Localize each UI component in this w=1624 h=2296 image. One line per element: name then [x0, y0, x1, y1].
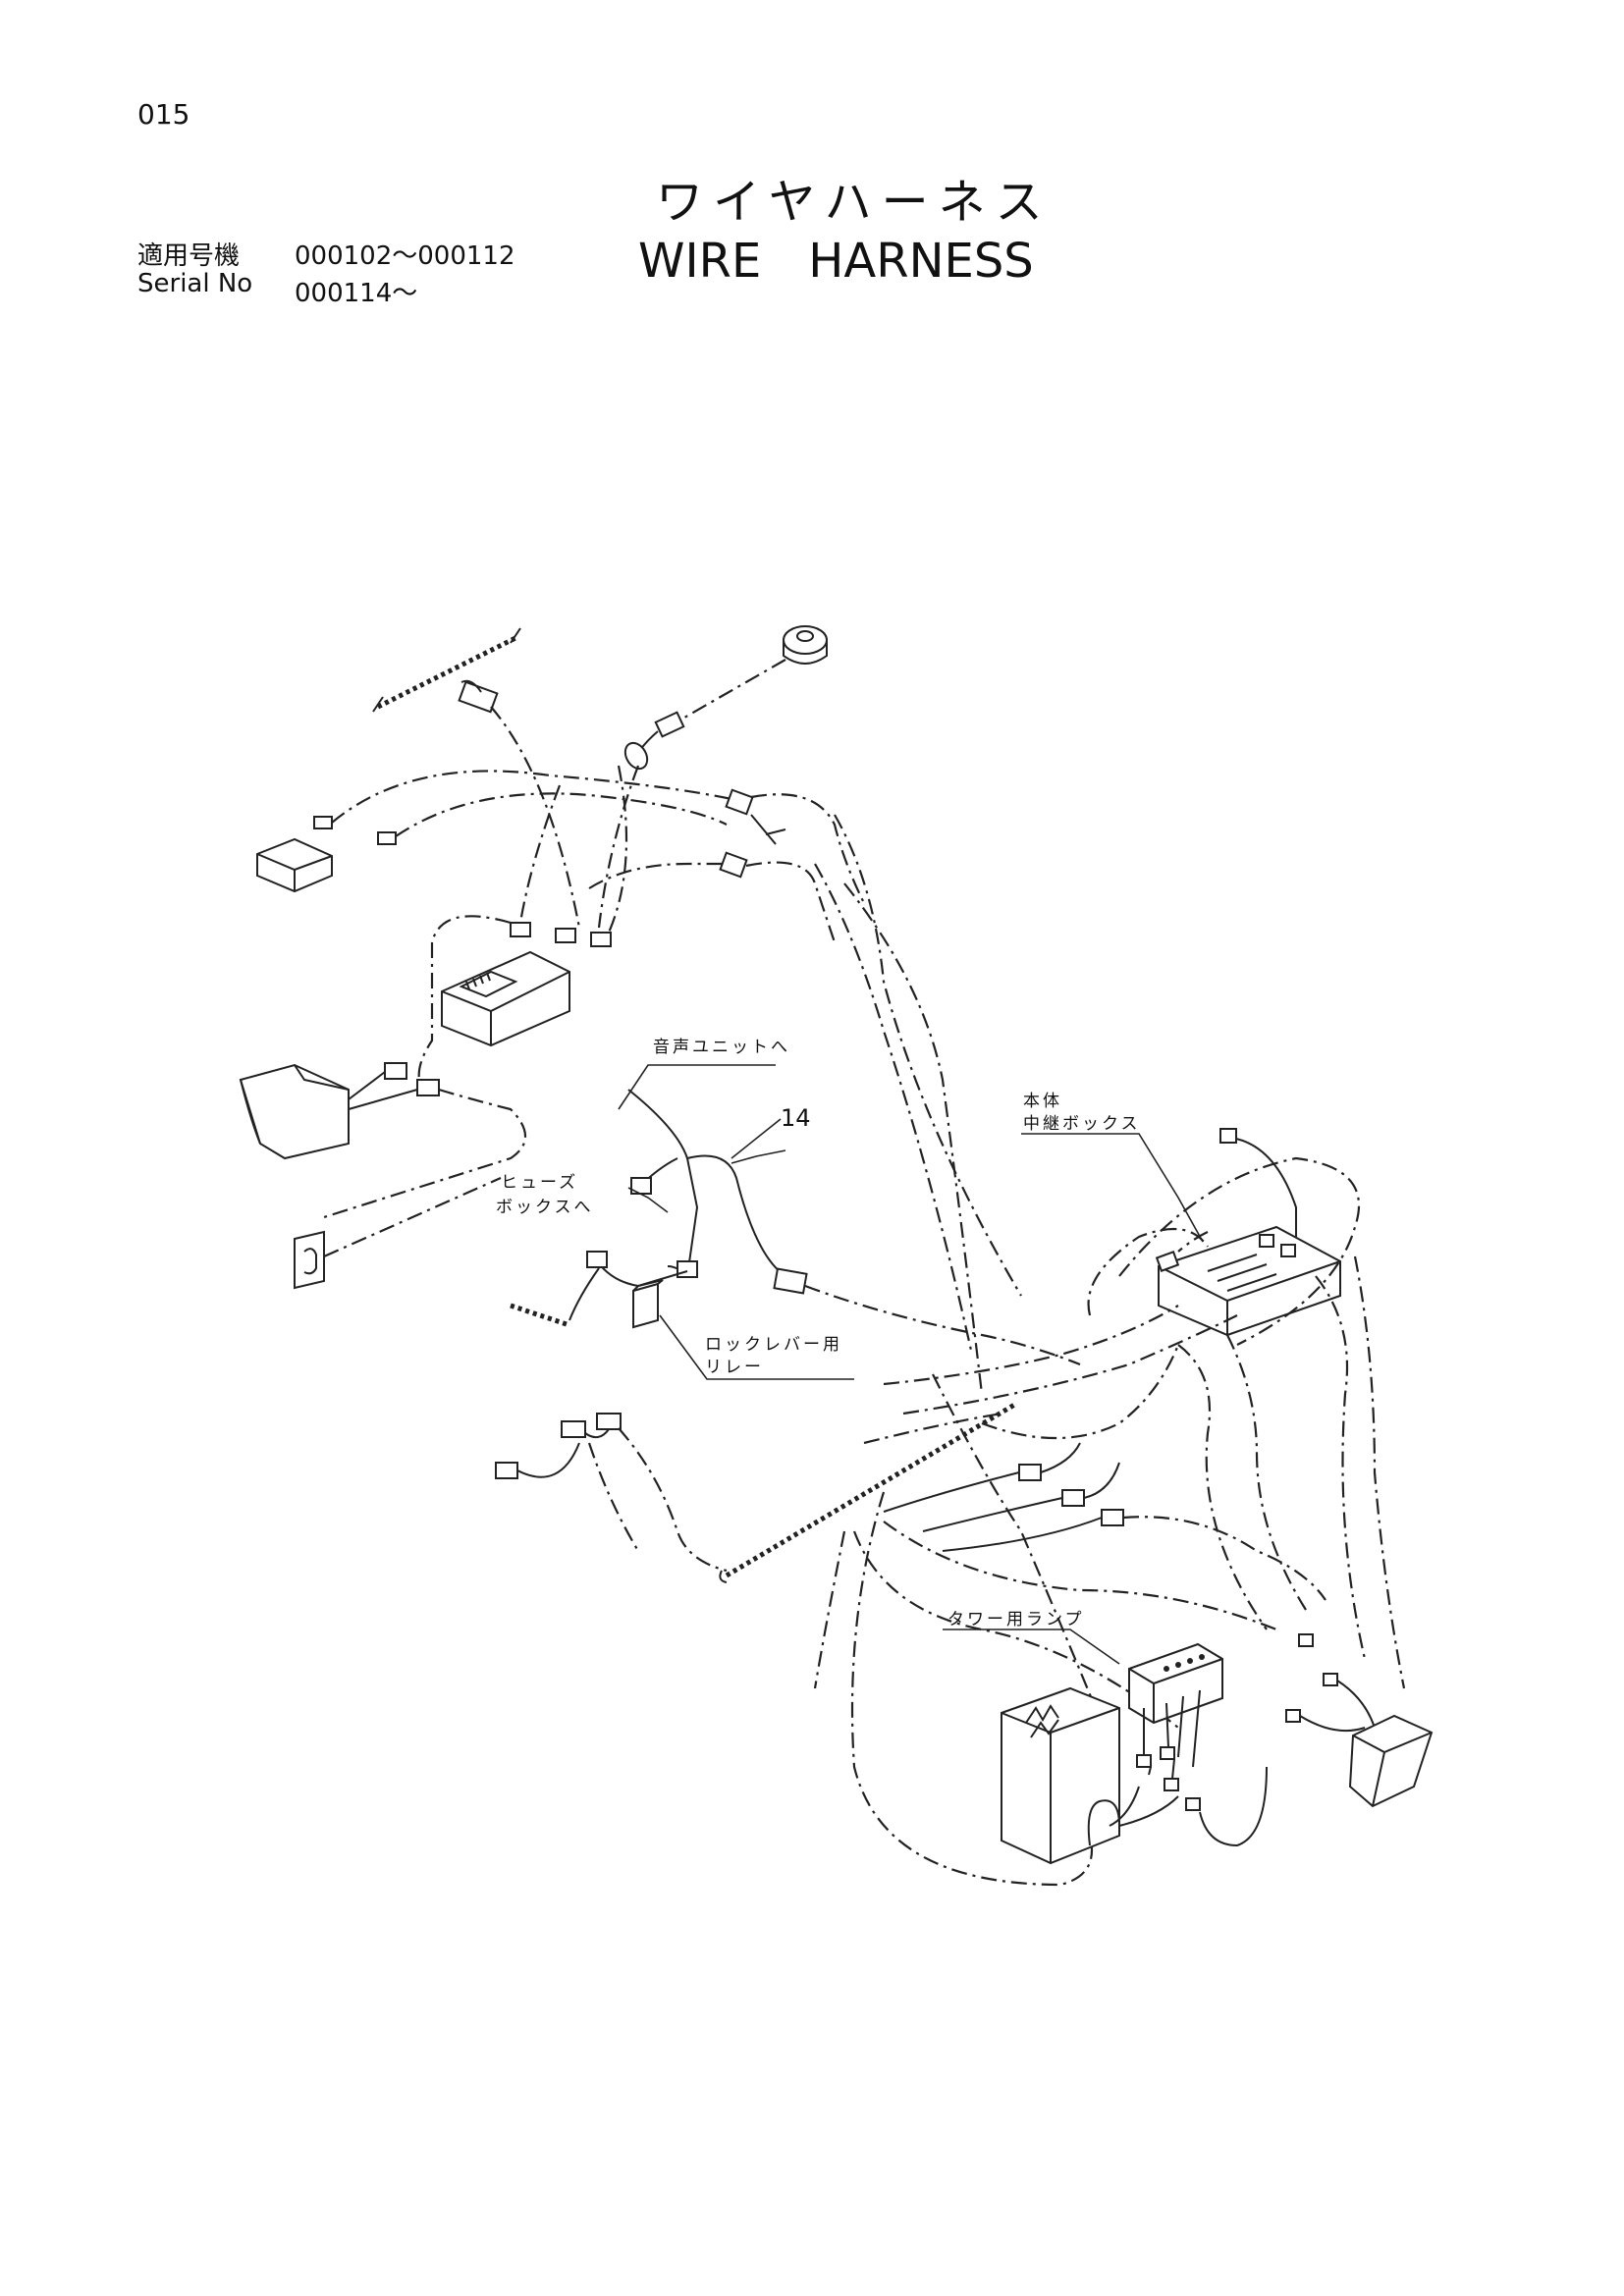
connector-tube-left — [586, 1251, 608, 1268]
connector-lower-2 — [561, 1420, 586, 1438]
connector-center-2 — [719, 851, 748, 879]
corrugated-tube-main — [725, 1401, 1018, 1578]
connector-top — [458, 680, 499, 714]
connector-relay — [677, 1260, 698, 1278]
connector-lower-3 — [596, 1413, 622, 1430]
connector-lamp-1 — [1136, 1754, 1152, 1768]
callout-tower-lamp: タワー用ランプ — [947, 1610, 1085, 1629]
main-relay-box — [1158, 1225, 1341, 1337]
connector-left-1 — [313, 816, 333, 829]
connector-horn-1 — [384, 1062, 407, 1080]
connector-lamp-2 — [1160, 1746, 1175, 1760]
callout-item-14: 14 — [781, 1104, 811, 1132]
connector-lower-1 — [495, 1462, 518, 1479]
callout-lock-lever-relay-line2: リレー — [705, 1358, 764, 1377]
page-title-english: WIRE HARNESS — [638, 234, 1034, 289]
corrugated-tube-top — [376, 635, 517, 710]
callout-to-sound-unit: 音声ユニットへ — [653, 1038, 790, 1057]
connector-left-3 — [510, 922, 531, 937]
connector-center-1 — [725, 788, 754, 816]
callout-to-fuse-box-line2: ボックスへ — [496, 1198, 594, 1217]
buzzer-unit — [1348, 1714, 1434, 1808]
connector-left-5 — [590, 932, 612, 947]
connector-right-2 — [1323, 1673, 1338, 1686]
lock-lever-relay — [632, 1282, 659, 1329]
connector-horn-2 — [416, 1079, 440, 1096]
serial-label-english: Serial No — [137, 269, 253, 298]
connector-relay-top — [1219, 1128, 1237, 1144]
connector-sensor — [654, 711, 685, 738]
controller-box — [441, 950, 570, 1047]
page-title-japanese: ワイヤハーネス — [656, 175, 1053, 230]
serial-range-1: 000102～000112 — [295, 241, 515, 271]
connector-right-1 — [1298, 1633, 1314, 1647]
horn-speaker — [239, 1063, 350, 1160]
serial-range-2: 000114～ — [295, 279, 418, 308]
callout-main-relay-box-line2: 中継ボックス — [1023, 1114, 1141, 1134]
connector-right-3 — [1285, 1709, 1301, 1723]
connector-left-2 — [377, 831, 397, 845]
connector-14-right — [773, 1267, 808, 1295]
callout-to-fuse-box-line1: ヒューズ — [501, 1173, 579, 1193]
page-number: 015 — [137, 98, 190, 131]
corrugated-tube-left — [510, 1303, 570, 1328]
connector-tube-1 — [1018, 1464, 1042, 1481]
callout-lock-lever-relay-line1: ロックレバー用 — [705, 1335, 842, 1355]
connector-lamp-3 — [1164, 1778, 1179, 1791]
connector-tube-2 — [1061, 1489, 1085, 1507]
c-connector — [294, 1230, 325, 1290]
module-small-left — [256, 837, 333, 893]
connector-tube-3 — [1101, 1509, 1124, 1526]
callout-main-relay-box-line1: 本体 — [1023, 1092, 1062, 1111]
serial-label-japanese: 適用号機 — [137, 241, 241, 271]
connector-lamp-4 — [1185, 1797, 1201, 1811]
connector-left-4 — [555, 928, 576, 943]
